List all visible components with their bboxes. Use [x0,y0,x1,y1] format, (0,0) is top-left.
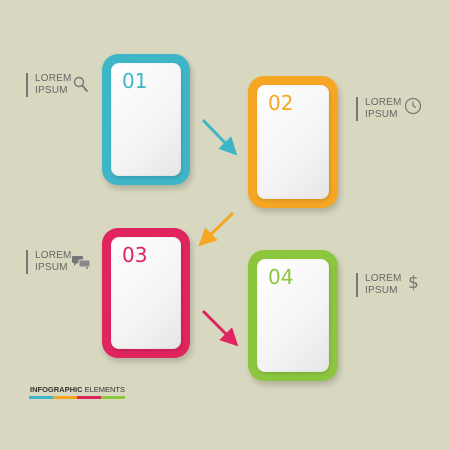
step-card-04: 04 [248,250,338,381]
footer-title-rest: ELEMENTS [82,385,126,394]
step-label-02: LOREM IPSUM [356,97,402,121]
step-label-02-line1: LOREM [365,97,402,108]
step-label-04: LOREM IPSUM [356,273,402,297]
arrow-1-to-2 [201,118,238,156]
footer-title: INFOGRAPHIC ELEMENTS [30,385,125,394]
arrow-3-to-4 [201,309,239,347]
step-label-01-line2: IPSUM [35,85,68,96]
step-label-01: LOREM IPSUM [26,73,72,97]
chat-icon [72,256,91,270]
step-card-03-panel: 03 [111,237,181,349]
step-number-04: 04 [268,265,294,289]
step-number-03: 03 [122,243,148,267]
footer-title-bold: INFOGRAPHIC [30,385,83,394]
dollar-icon: $ [408,273,419,293]
step-card-01-panel: 01 [111,63,181,176]
footer-bar-pink [77,396,101,399]
footer-bar-orange [53,396,77,399]
clock-icon [404,97,422,115]
footer-bar-teal [29,396,53,399]
step-label-04-line1: LOREM [365,273,402,284]
search-icon [73,76,88,92]
arrow-2-to-3 [198,211,235,247]
step-card-04-panel: 04 [257,259,329,372]
step-card-01: 01 [102,54,190,185]
footer-bar-green [101,396,125,399]
step-label-03-line2: IPSUM [35,262,68,273]
step-card-03: 03 [102,228,190,358]
step-label-04-line2: IPSUM [365,285,398,296]
step-number-01: 01 [122,69,148,93]
footer-color-bar [29,396,125,399]
step-label-01-line1: LOREM [35,73,72,84]
step-label-02-line2: IPSUM [365,109,398,120]
step-label-03-line1: LOREM [35,250,72,261]
step-number-02: 02 [268,91,294,115]
step-card-02-panel: 02 [257,85,329,199]
step-card-02: 02 [248,76,338,208]
step-label-03: LOREM IPSUM [26,250,72,274]
